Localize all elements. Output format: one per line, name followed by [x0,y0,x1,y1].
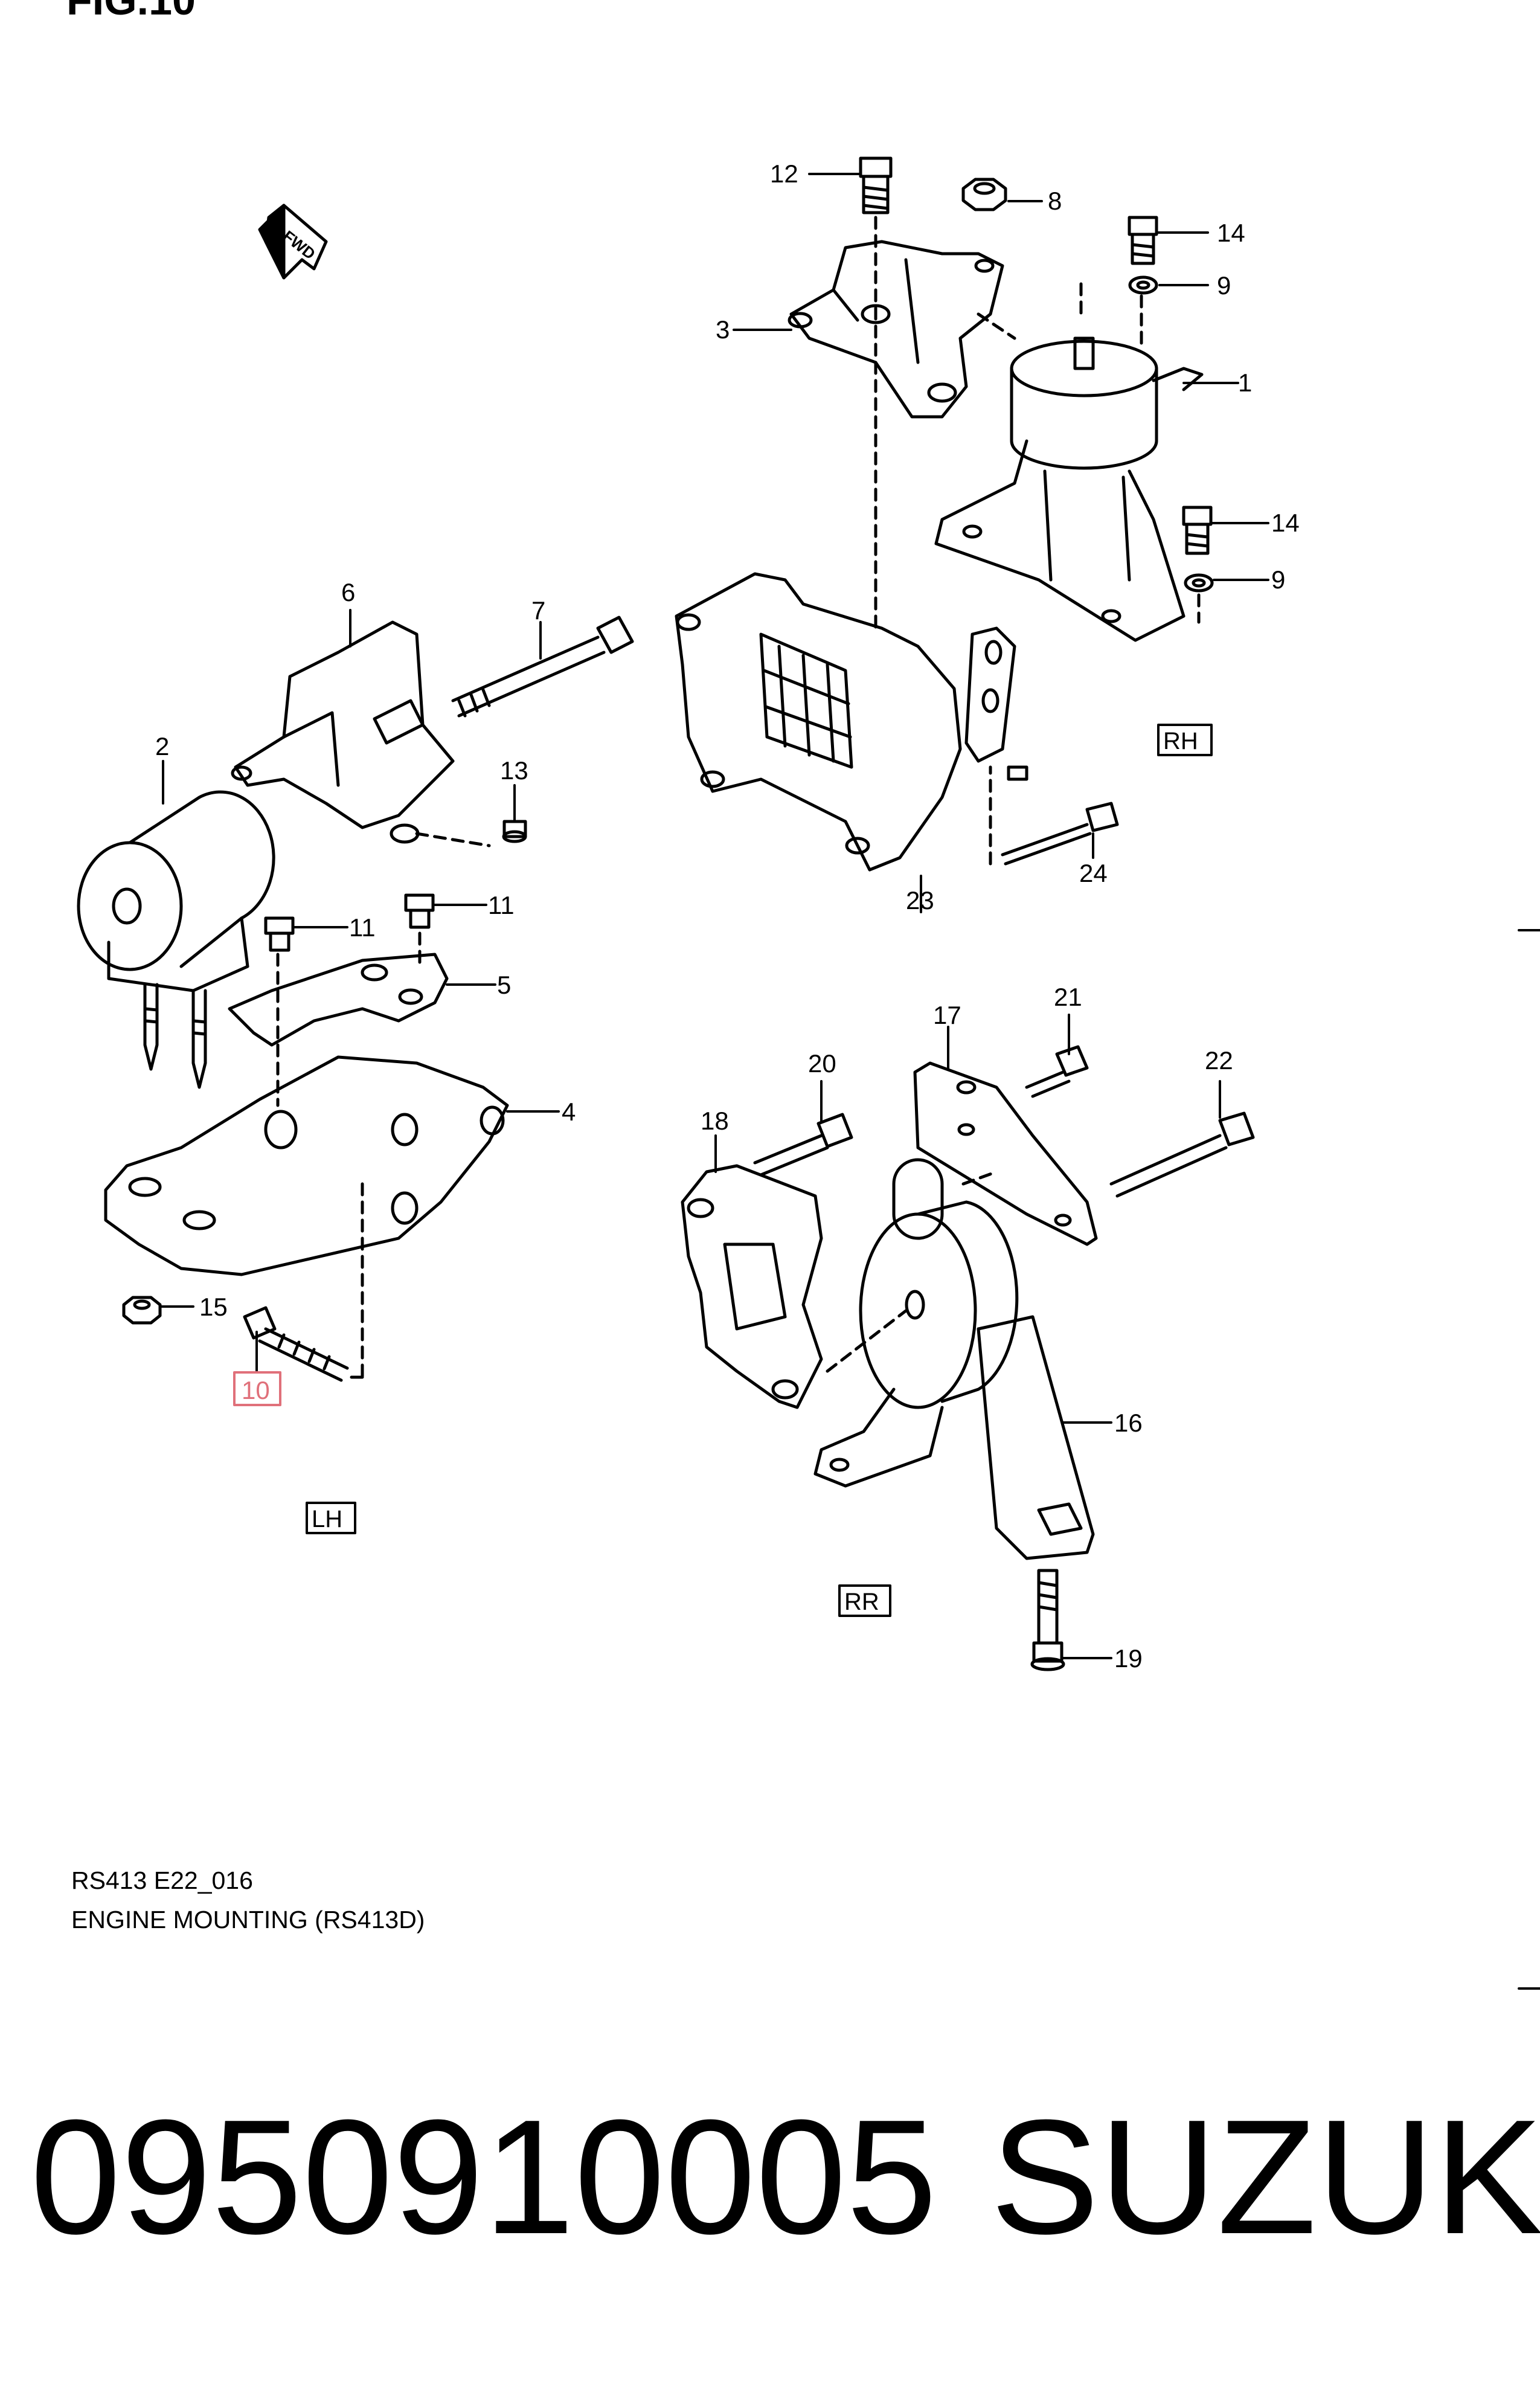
rr-leader-lines [826,1170,998,1373]
bolt-11-left-icon [264,916,295,952]
callout-14-upper: 14 [1217,219,1245,247]
bracket-3-icon [788,240,1004,419]
bolt-13-icon [502,820,527,843]
bolt-7-icon [451,616,634,718]
region-box-lh [306,1502,356,1534]
callout-4: 4 [562,1098,576,1126]
bolt-22-icon [1109,1111,1255,1198]
region-label-rh: RH [1163,728,1198,754]
figure-title: FIG.10 [66,0,196,24]
highlight-box-10 [233,1371,281,1406]
footer-band [0,1993,1540,2392]
callout-18: 18 [701,1107,729,1135]
fwd-arrow-icon [258,204,328,280]
nut-15-icon [122,1296,162,1325]
callout-13: 13 [500,756,528,785]
rh-leader-lines [874,216,1201,866]
callout-11-right: 11 [488,891,515,919]
mount-16-icon [813,1158,1095,1560]
link-bracket-icon [964,626,1028,781]
bolt-14-lower-icon [1182,506,1213,555]
callout-9-lower: 9 [1271,565,1285,594]
exploded-parts-diagram: 12 8 14 9 3 1 14 9 6 7 2 13 11 11 5 4 15… [77,156,1540,1990]
lh-leader-lines [276,832,491,1379]
callout-2: 2 [155,732,169,760]
callout-leaders [159,173,1269,1659]
callout-23: 23 [906,886,934,915]
callout-3: 3 [716,315,730,344]
callout-9-upper: 9 [1217,271,1231,300]
region-label-lh: LH [312,1506,342,1532]
part-number-label: 0950910005 [30,2086,937,2268]
callout-16: 16 [1114,1409,1143,1437]
callout-12: 12 [770,159,798,188]
bolt-11-right-icon [404,893,435,929]
brand-label: SUZUKI [990,2086,1540,2268]
callout-6: 6 [341,578,355,606]
mount-2-icon [77,790,275,1089]
bracket-23-icon [675,572,962,872]
bolt-14-upper-icon [1128,216,1158,265]
bracket-6-icon [231,620,455,844]
callout-17: 17 [933,1001,961,1029]
bracket-18-icon [681,1164,823,1409]
mount-1-icon [934,336,1204,642]
callout-11-left: 11 [349,913,376,942]
callout-7: 7 [531,596,545,625]
bolt-10-icon [243,1306,349,1382]
callout-20: 20 [808,1049,836,1078]
callout-21: 21 [1054,983,1082,1011]
region-box-rh [1157,724,1213,756]
callout-14-lower: 14 [1271,509,1300,537]
callout-10: 10 [242,1376,270,1404]
washer-9-lower-icon [1184,573,1214,593]
bolt-20-icon [753,1113,853,1177]
callout-24: 24 [1079,859,1108,887]
callout-19: 19 [1114,1644,1143,1673]
bracket-5-icon [228,953,449,1047]
bolt-24-icon [1001,802,1119,866]
bolt-21-icon [1025,1045,1089,1098]
bolt-12-icon [859,156,893,214]
callout-5: 5 [497,971,511,999]
washer-9-upper-icon [1128,275,1158,295]
bolt-19-icon [1030,1569,1065,1671]
figure-code: RS413 E22_016 [71,1866,253,1894]
nut-8-icon [961,178,1007,211]
bracket-4-icon [104,1055,509,1276]
region-box-rr [838,1584,891,1617]
callout-22: 22 [1205,1046,1233,1075]
figure-caption: ENGINE MOUNTING (RS413D) [71,1906,425,1934]
region-label-rr: RR [844,1589,879,1615]
callout-15: 15 [199,1293,228,1321]
callout-8: 8 [1048,187,1062,215]
callout-1: 1 [1238,368,1252,397]
